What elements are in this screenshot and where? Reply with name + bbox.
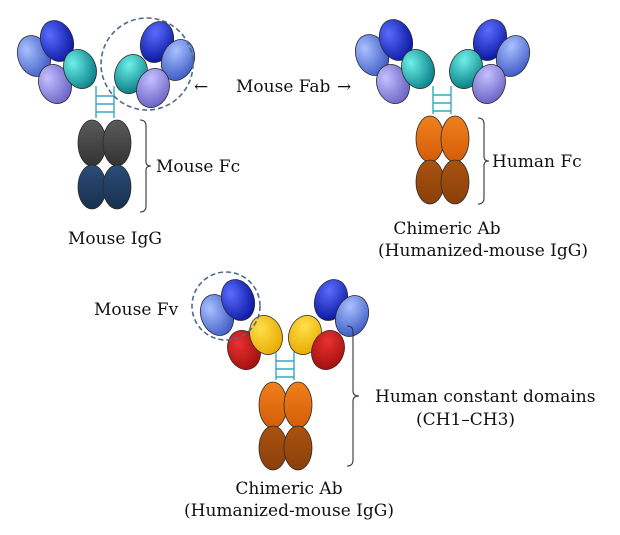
arrow-right-icon: → [337, 77, 351, 97]
chimeric-top-caption-line1: Chimeric Ab [393, 219, 500, 239]
mouse-light-variable-right [495, 35, 531, 77]
mouse-igg-antibody [16, 20, 196, 210]
hinge-region [432, 86, 452, 114]
mouse-light-constant-right [136, 68, 170, 108]
mouse-igg-caption: Mouse IgG [68, 229, 162, 249]
mouse-fc-brace [139, 119, 152, 213]
human-fc-ch3-right [283, 425, 313, 471]
chimeric-bottom-caption-line2: (Humanized-mouse IgG) [184, 501, 394, 521]
chimeric-bottom-caption-line1: Chimeric Ab [235, 479, 342, 499]
human-fc-ch2-right [283, 381, 313, 429]
mouse-fab-selection-circle [100, 17, 194, 111]
human-fc-ch3-right [440, 159, 470, 205]
arrow-left-icon: ← [194, 77, 208, 97]
human-fc-ch2-left [258, 381, 288, 429]
mouse-fc-ch3-left [77, 164, 107, 210]
human-light-constant-right [311, 330, 345, 370]
mouse-fc-ch3-right [102, 164, 132, 210]
human-fc-ch2-right [440, 115, 470, 163]
mouse-light-variable-right [334, 295, 370, 337]
mouse-heavy-constant-left [63, 49, 97, 89]
human-constant-brace [346, 325, 360, 467]
mouse-fc-ch2-left [77, 119, 107, 167]
mouse-fv-label: Mouse Fv [94, 300, 179, 320]
human-fc-brace [477, 117, 490, 205]
human-fc-label: Human Fc [492, 152, 582, 172]
chimeric-top-caption-line2: (Humanized-mouse IgG) [378, 241, 588, 261]
chimeric-antibody-top [354, 19, 531, 205]
human-fc-ch3-left [258, 425, 288, 471]
mouse-heavy-constant-left [401, 49, 435, 89]
hinge-region [95, 86, 115, 118]
human-constant-label-line2: (CH1–CH3) [416, 410, 515, 430]
human-constant-label-line1: Human constant domains [375, 387, 595, 407]
human-fc-ch3-left [415, 159, 445, 205]
mouse-heavy-variable-left [220, 279, 256, 321]
mouse-fc-ch2-right [102, 119, 132, 167]
mouse-fab-label: Mouse Fab [236, 77, 331, 97]
mouse-fc-label: Mouse Fc [156, 157, 240, 177]
human-fc-ch2-left [415, 115, 445, 163]
mouse-light-constant-right [472, 64, 506, 104]
chimeric-antibody-bottom [199, 279, 370, 471]
mouse-fv-selection-circle [191, 271, 261, 341]
hinge-region [275, 352, 295, 380]
